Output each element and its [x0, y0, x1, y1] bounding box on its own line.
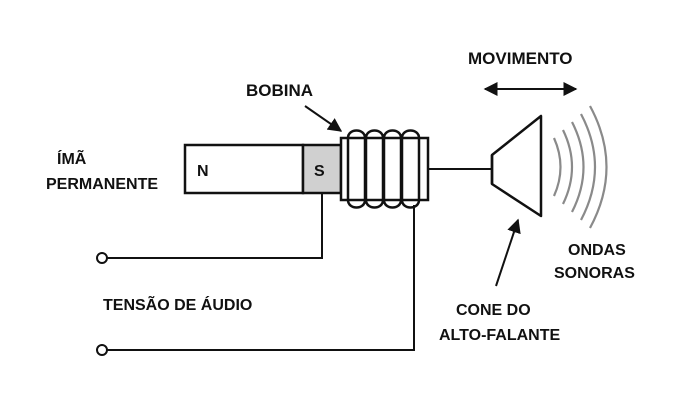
audio-terminal-lower	[96, 344, 108, 356]
sound-wave-5	[589, 105, 608, 229]
cone-label-line2: ALTO-FALANTE	[439, 327, 561, 344]
magnet-label-line2: PERMANENTE	[46, 176, 158, 193]
south-pole-label: S	[314, 163, 325, 180]
coil-lead-wire-upper	[106, 193, 323, 259]
north-pole-label: N	[197, 163, 209, 180]
coil-label: BOBINA	[246, 81, 313, 100]
waves-label-line1: ONDAS	[568, 242, 626, 259]
waves-label-line2: SONORAS	[554, 265, 635, 282]
audio-voltage-label: TENSÃO DE ÁUDIO	[103, 294, 252, 314]
motion-label: MOVIMENTO	[468, 49, 573, 68]
coil-lead-wire-lower	[106, 205, 415, 351]
cone-outline	[490, 114, 543, 218]
sound-waves	[552, 105, 608, 229]
audio-terminal-upper	[96, 252, 108, 264]
sound-wave-3	[571, 121, 585, 213]
voice-coil	[339, 129, 430, 209]
magnet-north-section	[183, 143, 305, 195]
permanent-magnet: N S	[183, 143, 343, 195]
speaker-cone	[490, 114, 543, 218]
cone-label-line1: CONE DO	[456, 302, 531, 319]
sound-wave-4	[580, 113, 596, 221]
sound-wave-2	[562, 129, 573, 205]
coil-winding-4	[400, 129, 421, 209]
cone-pointer-arrow	[495, 218, 521, 287]
magnet-label-line1: ÍMÃ	[57, 148, 87, 168]
sound-wave-1	[552, 137, 562, 197]
coil-pointer-arrow	[304, 105, 343, 132]
